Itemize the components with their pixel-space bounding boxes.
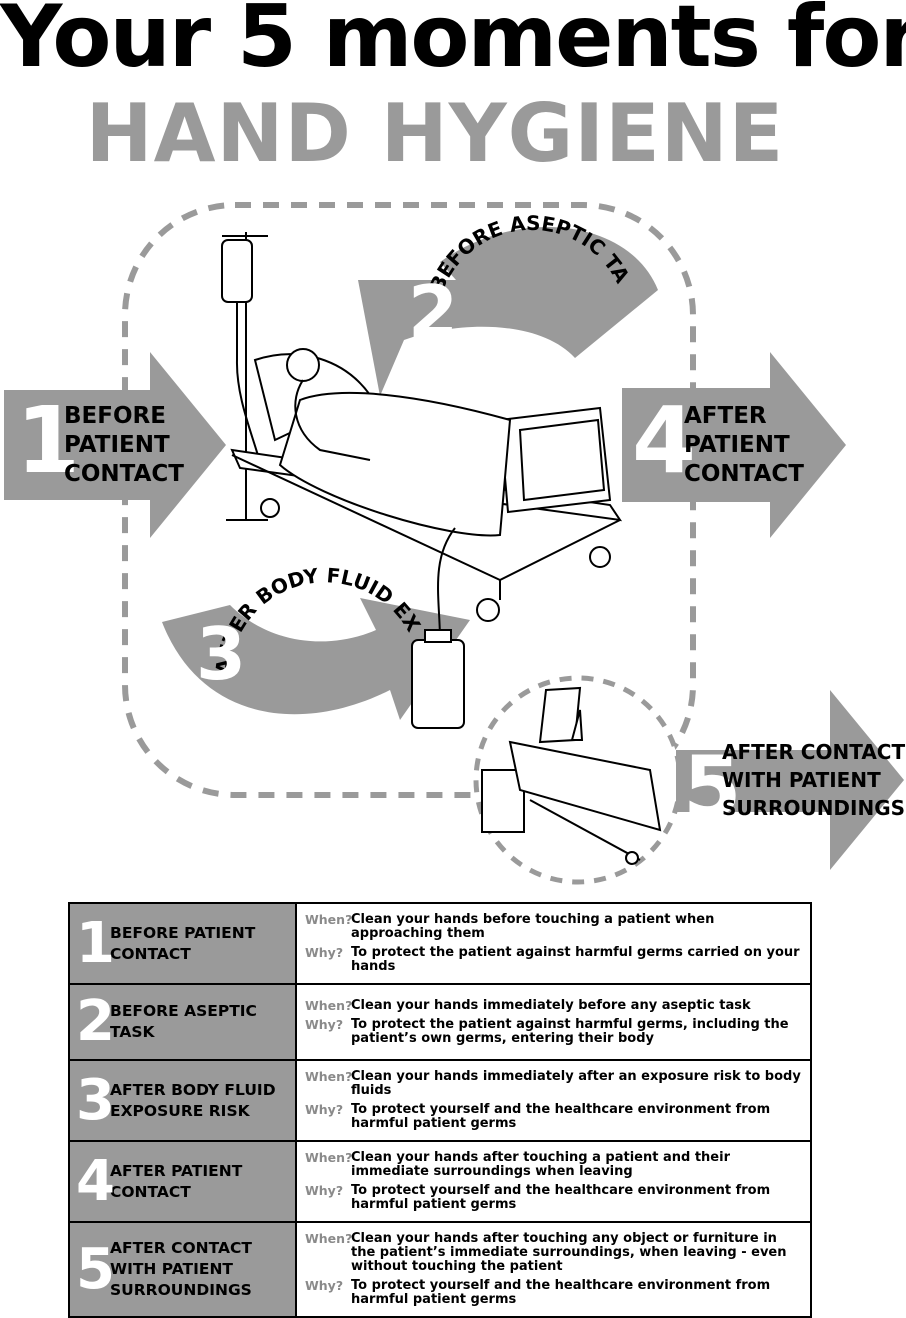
when-label: When? [305, 1150, 353, 1165]
iv-stand [221, 232, 268, 521]
row-5-number: 5 [76, 1236, 115, 1302]
row-1-title-cell: 1 BEFORE PATIENT CONTACT [68, 902, 297, 985]
row-2-when: Clean your hands immediately before any … [351, 997, 751, 1013]
row-1-title: BEFORE PATIENT CONTACT [110, 923, 256, 963]
row-4-title: AFTER PATIENT CONTACT [110, 1161, 243, 1201]
row-5-title-cell: 5 AFTER CONTACT WITH PATIENT SURROUNDING… [68, 1221, 297, 1318]
when-label: When? [305, 997, 353, 1013]
row-5-detail-cell: When?Clean your hands after touching any… [295, 1221, 812, 1318]
when-label: When? [305, 912, 353, 927]
row-5-when: Clean your hands after touching any obje… [351, 1231, 787, 1274]
row-4-when: Clean your hands after touching a patien… [351, 1150, 730, 1179]
when-label: When? [305, 1069, 353, 1084]
row-2-title: BEFORE ASEPTIC TASK [110, 1002, 257, 1041]
row-4-why: To protect yourself and the healthcare e… [351, 1183, 771, 1212]
row-3-why: To protect yourself and the healthcare e… [351, 1102, 771, 1131]
row-1-why: To protect the patient against harmful g… [351, 945, 800, 974]
arrow-moment-1 [4, 352, 226, 538]
table-row: 4 AFTER PATIENT CONTACT When?Clean your … [68, 1140, 812, 1223]
when-label: When? [305, 1231, 353, 1246]
arrow-moment-3 [162, 598, 470, 720]
diagram-illustration: BEFORE ASEPTIC TASK AFTER BODY FLUID EXP… [0, 0, 904, 885]
row-2-detail-cell: When?Clean your hands immediately before… [295, 983, 812, 1061]
moments-table: 1 BEFORE PATIENT CONTACT When?Clean your… [68, 902, 812, 1318]
title-line-1: Your 5 moments for [0, 0, 906, 87]
row-4-detail-cell: When?Clean your hands after touching a p… [295, 1140, 812, 1223]
table-row: 5 AFTER CONTACT WITH PATIENT SURROUNDING… [68, 1221, 812, 1318]
why-label: Why? [305, 1183, 344, 1198]
row-3-title: AFTER BODY FLUID EXPOSURE RISK [110, 1080, 276, 1120]
hospital-bed [230, 348, 623, 622]
arrow-moment-2 [358, 227, 658, 396]
table-row: 1 BEFORE PATIENT CONTACT When?Clean your… [68, 902, 812, 985]
row-3-detail-cell: When?Clean your hands immediately after … [295, 1059, 812, 1142]
row-2-why: To protect the patient against harmful g… [351, 1016, 789, 1046]
row-3-when: Clean your hands immediately after an ex… [351, 1069, 801, 1098]
moment-4-number: 4 [632, 387, 697, 494]
moment-2-number: 2 [408, 270, 459, 354]
row-5-why: To protect yourself and the healthcare e… [351, 1278, 771, 1307]
moment-4-label: AFTER PATIENT CONTACT [684, 403, 804, 487]
row-1-detail-cell: When?Clean your hands before touching a … [295, 902, 812, 985]
row-4-title-cell: 4 AFTER PATIENT CONTACT [68, 1140, 297, 1223]
why-label: Why? [305, 945, 344, 960]
arrow-moment-5 [676, 690, 904, 870]
moment-1-number: 1 [16, 387, 81, 494]
moment-1-label: BEFORE PATIENT CONTACT [64, 403, 184, 487]
row-2-title-cell: 2 BEFORE ASEPTIC TASK [68, 983, 297, 1061]
why-label: Why? [305, 1278, 344, 1293]
arrow-moment-4 [622, 352, 846, 538]
why-label: Why? [305, 1016, 344, 1032]
row-1-number: 1 [76, 910, 115, 976]
row-4-number: 4 [76, 1148, 115, 1214]
moment-5-label: AFTER CONTACT WITH PATIENT SURROUNDINGS [722, 740, 906, 820]
table-row: 2 BEFORE ASEPTIC TASK When?Clean your ha… [68, 983, 812, 1061]
bedside-surroundings [481, 686, 662, 865]
row-3-title-cell: 3 AFTER BODY FLUID EXPOSURE RISK [68, 1059, 297, 1142]
row-1-when: Clean your hands before touching a patie… [351, 912, 715, 941]
table-row: 3 AFTER BODY FLUID EXPOSURE RISK When?Cl… [68, 1059, 812, 1142]
drainage-bag [411, 527, 465, 729]
moment-3-curved-label: AFTER BODY FLUID EXPOSURE RISK [0, 0, 426, 675]
row-2-number: 2 [76, 989, 115, 1054]
moment-3-number: 3 [196, 612, 247, 696]
why-label: Why? [305, 1102, 344, 1117]
row-5-title: AFTER CONTACT WITH PATIENT SURROUNDINGS [110, 1239, 252, 1299]
moment-5-number: 5 [683, 738, 742, 836]
title-line-2: HAND HYGIENE [85, 87, 785, 180]
row-3-number: 3 [76, 1067, 115, 1133]
